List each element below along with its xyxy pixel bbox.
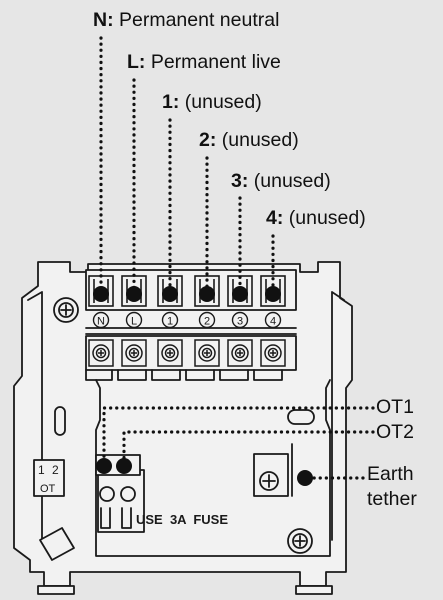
earth-terminal-screw bbox=[259, 471, 279, 491]
label-terminal-4-key: 4: bbox=[266, 207, 284, 229]
label-terminal-1-text: (unused) bbox=[184, 91, 262, 113]
label-ot2: OT2 bbox=[376, 421, 414, 443]
label-terminal-3-key: 3: bbox=[231, 170, 249, 192]
ot-tag: OT bbox=[40, 483, 56, 495]
leader-ot1 bbox=[102, 406, 375, 466]
ot-screw-2 bbox=[120, 486, 136, 502]
terminal-mark-text: 4 bbox=[270, 316, 276, 328]
slot-left bbox=[54, 406, 66, 436]
label-terminal-1-key: 1: bbox=[162, 91, 180, 113]
foot-right bbox=[295, 585, 333, 595]
backplate-inner-edge bbox=[27, 291, 345, 541]
label-earth: Earth bbox=[367, 463, 414, 485]
label-neutral-text: Permanent neutral bbox=[119, 9, 280, 31]
label-terminal-2-text: (unused) bbox=[221, 129, 299, 151]
dot-earth bbox=[297, 470, 313, 486]
terminal-mark: 2 bbox=[198, 311, 216, 329]
label-terminal-3-text: (unused) bbox=[253, 170, 331, 192]
dot-terminal-1 bbox=[162, 286, 178, 302]
terminal-mark: 3 bbox=[231, 311, 249, 329]
terminal-mark-text: 2 bbox=[204, 316, 210, 328]
strip-screw bbox=[194, 339, 220, 367]
label-ot1: OT1 bbox=[376, 396, 414, 418]
terminal-mark: L bbox=[125, 311, 143, 329]
terminal-mark: 1 bbox=[161, 311, 179, 329]
label-terminal-3: 3: (unused) bbox=[231, 170, 331, 192]
backplate-inner-frame bbox=[95, 379, 331, 557]
ot-connector-legs bbox=[100, 507, 132, 529]
dot-terminal-4 bbox=[265, 286, 281, 302]
strip-screw bbox=[121, 339, 147, 367]
label-live: L: Permanent live bbox=[127, 51, 281, 73]
terminal-strip-teeth bbox=[85, 369, 283, 381]
terminal-marks: N L 1 2 3 4 bbox=[92, 311, 282, 329]
strip-screw bbox=[88, 339, 114, 367]
terminal-mark-text: 3 bbox=[237, 316, 243, 328]
slot-right bbox=[287, 409, 315, 425]
foot-left bbox=[37, 585, 75, 595]
strip-screw bbox=[260, 339, 286, 367]
strip-screw bbox=[227, 339, 253, 367]
ot-num-1: 1 bbox=[38, 463, 45, 477]
label-tether: tether bbox=[367, 488, 417, 510]
strip-screw bbox=[157, 339, 183, 367]
leader-ot2 bbox=[122, 430, 375, 466]
dot-ot1 bbox=[96, 458, 112, 474]
terminal-mark: N bbox=[92, 311, 110, 329]
terminal-mark-text: L bbox=[131, 316, 137, 328]
mount-screw-bottom-right bbox=[287, 528, 313, 554]
strip-screws bbox=[88, 339, 286, 367]
label-terminal-2: 2: (unused) bbox=[199, 129, 299, 151]
mount-screw-top-left bbox=[53, 297, 79, 323]
label-terminal-2-key: 2: bbox=[199, 129, 217, 151]
label-live-text: Permanent live bbox=[150, 51, 281, 73]
terminal-mark-text: N bbox=[97, 316, 105, 328]
label-neutral-key: N: bbox=[93, 9, 114, 31]
terminal-mark-text: 1 bbox=[167, 316, 173, 328]
label-terminal-4-text: (unused) bbox=[288, 207, 366, 229]
label-neutral: N: Permanent neutral bbox=[93, 9, 280, 31]
earth-terminal-screw-cross bbox=[262, 474, 276, 488]
ot-num-2: 2 bbox=[52, 463, 59, 477]
dot-terminal-3 bbox=[232, 286, 248, 302]
label-terminal-4: 4: (unused) bbox=[266, 207, 366, 229]
label-terminal-1: 1: (unused) bbox=[162, 91, 262, 113]
dot-terminal-2 bbox=[199, 286, 215, 302]
dot-live bbox=[126, 286, 142, 302]
latch-bottom-left bbox=[39, 527, 75, 561]
ot-label-box bbox=[33, 459, 65, 497]
terminal-mark: 4 bbox=[264, 311, 282, 329]
ot-screw-1 bbox=[99, 486, 115, 502]
terminal-block-rail bbox=[85, 327, 297, 335]
dot-ot2 bbox=[116, 458, 132, 474]
dot-neutral bbox=[93, 286, 109, 302]
label-live-key: L: bbox=[127, 51, 146, 73]
fuse-label: USE 3A FUSE bbox=[136, 512, 228, 527]
